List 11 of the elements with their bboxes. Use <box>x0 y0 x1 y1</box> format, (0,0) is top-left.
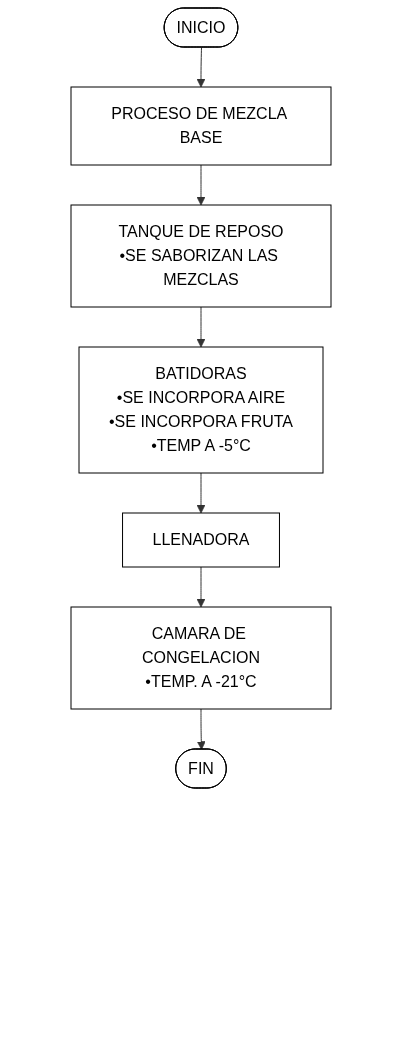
arrow <box>196 708 206 750</box>
node-box: TANQUE DE REPOSO •SE SABORIZAN LAS MEZCLAS <box>70 204 332 308</box>
arrow <box>196 306 206 348</box>
arrow <box>196 566 206 608</box>
arrow <box>196 164 206 206</box>
node-box: BATIDORAS •SE INCORPORA AIRE •SE INCORPORA FRUTA •TEMP A -5°C <box>78 346 324 474</box>
node-box: PROCESO DE MEZCLA BASE <box>70 86 332 166</box>
arrow <box>196 472 206 514</box>
node-box: LLENADORA <box>122 512 280 568</box>
arrow <box>196 47 206 88</box>
node-box: CAMARA DE CONGELACION •TEMP. A -21°C <box>70 606 332 710</box>
